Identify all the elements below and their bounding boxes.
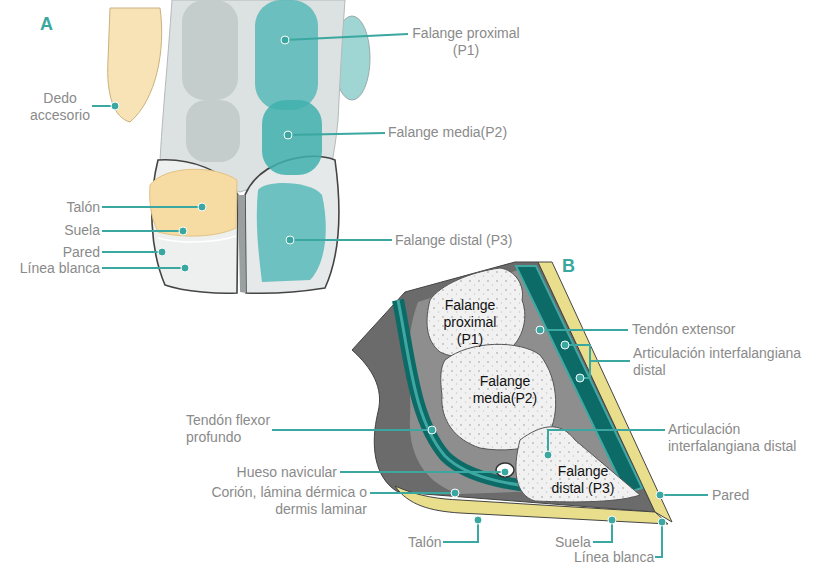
heel-bulb <box>150 169 237 236</box>
leader-dot <box>608 516 616 524</box>
leader-dot <box>536 326 544 334</box>
part-label: Tendón extensor <box>632 321 736 338</box>
part-label: Tendón flexor profundo <box>186 412 281 446</box>
part-label: Talón <box>20 199 100 216</box>
leader-line <box>102 251 162 253</box>
part-label: Falange distal (P3) <box>395 232 513 249</box>
leader-dot <box>561 341 569 349</box>
leader-dot <box>111 102 119 110</box>
leader-line <box>655 522 662 557</box>
leader-dot <box>181 264 189 272</box>
bone-label: Falange distal (P3) <box>543 463 623 497</box>
bone-p1 <box>255 0 318 110</box>
leader-dot <box>544 451 552 459</box>
leader-line <box>548 430 665 455</box>
part-label: Línea blanca <box>574 549 654 566</box>
hoof-wall <box>538 262 672 522</box>
leader-dot <box>281 36 289 44</box>
leader-lines <box>92 34 708 557</box>
navicular-bone <box>496 463 514 477</box>
leader-line <box>285 34 408 40</box>
leader-dot <box>286 236 294 244</box>
leader-dot <box>658 518 666 526</box>
part-label: Articulación interfalangiana distal <box>633 345 808 379</box>
part-label: Pared <box>712 487 749 504</box>
part-label: Articulación interfalangiana distal <box>668 421 818 455</box>
leader-dot <box>428 426 436 434</box>
part-label: Dedo accesorio <box>25 90 95 124</box>
bone-p3 <box>516 427 640 502</box>
leader-dot <box>501 468 509 476</box>
leader-dot <box>198 203 206 211</box>
leader-dot <box>179 227 187 235</box>
bone-p1 <box>427 268 525 357</box>
part-label: Suela <box>20 222 100 239</box>
sole-line <box>158 236 236 242</box>
leader-dot <box>576 374 584 382</box>
leader-line <box>102 267 185 269</box>
bone-left-p2 <box>186 100 240 162</box>
part-label: Suela <box>555 534 591 551</box>
part-label: Línea blanca <box>0 260 100 277</box>
panel-letter: B <box>562 256 592 277</box>
bone-p3 <box>257 183 326 282</box>
leader-dot <box>451 489 459 497</box>
leader-line <box>102 230 183 232</box>
bone-p2 <box>262 100 322 175</box>
bone-label: Falange media(P2) <box>462 373 548 407</box>
leader-dot <box>656 491 664 499</box>
part-label: Falange proximal (P1) <box>410 25 522 59</box>
right-claw <box>245 156 339 293</box>
accessory-digit <box>108 8 162 122</box>
part-label: Corión, lámina dérmica o dermis laminar <box>178 484 367 518</box>
leader-line <box>102 206 202 208</box>
leader-dot <box>158 248 166 256</box>
leader-line <box>272 429 432 431</box>
leader-line <box>288 133 385 135</box>
leader-dot <box>284 131 292 139</box>
part-label: Hueso navicular <box>190 464 337 481</box>
leader-line <box>290 239 392 241</box>
leader-line <box>540 329 628 331</box>
panel-letter: A <box>40 14 70 35</box>
bone-label: Falange proximal (P1) <box>432 297 508 348</box>
leader-line <box>340 471 505 473</box>
part-label: Falange media(P2) <box>388 124 507 141</box>
leader-dots <box>111 36 666 526</box>
leader-line <box>443 520 478 542</box>
leader-dot <box>474 516 482 524</box>
leader-line <box>370 492 455 494</box>
leader-bracket <box>565 345 630 378</box>
part-label: Pared <box>20 244 100 261</box>
part-label: Talón <box>408 534 441 551</box>
leader-line <box>660 494 708 496</box>
interdigital-gap <box>238 195 246 293</box>
bone-left-p1 <box>182 0 238 100</box>
